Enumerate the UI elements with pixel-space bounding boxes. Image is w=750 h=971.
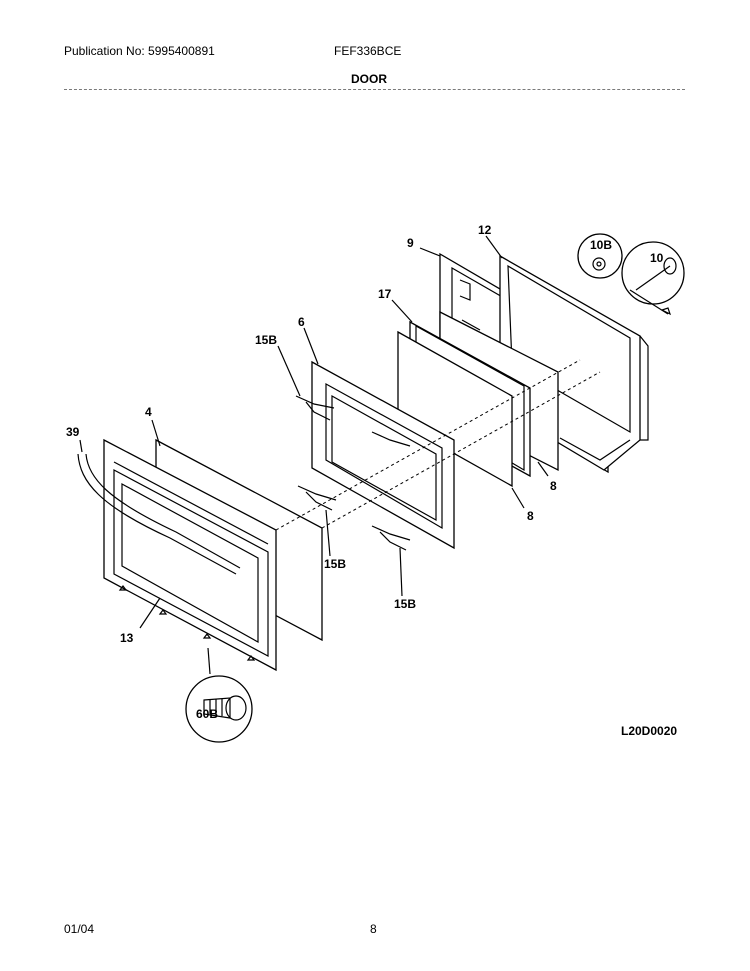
outer-door-part-13	[103, 438, 277, 672]
detail-bubble-10b	[577, 233, 623, 279]
hinge-bracket-part-15b-middle	[371, 431, 411, 447]
detail-bubble-10	[621, 241, 685, 316]
label-60b: 60B	[196, 707, 218, 721]
label-6: 6	[298, 315, 305, 329]
door-handle-part-39	[77, 453, 241, 575]
label-13: 13	[120, 631, 134, 645]
section-title: DOOR	[351, 72, 387, 86]
label-10: 10	[650, 251, 664, 265]
label-8-rear: 8	[550, 479, 557, 493]
label-9: 9	[407, 236, 414, 250]
label-8-front: 8	[527, 509, 534, 523]
alignment-dashed-lines	[275, 359, 601, 531]
label-15b-lower-left: 15B	[324, 557, 346, 571]
label-17: 17	[378, 287, 392, 301]
label-4: 4	[145, 405, 152, 419]
label-15b-lower-right: 15B	[394, 597, 416, 611]
window-frame-part-6	[311, 360, 455, 550]
screw-icon	[203, 695, 247, 721]
hinge-bracket-part-15b-upper	[295, 395, 335, 421]
hinge-bracket-part-15b-lower-left	[297, 485, 337, 511]
washer-icon	[592, 257, 606, 271]
diagram-reference-code: L20D0020	[621, 724, 678, 738]
label-15b-upper: 15B	[255, 333, 277, 347]
page-number: 8	[370, 922, 377, 936]
footer-date: 01/04	[64, 922, 95, 936]
publication-number: Publication No: 5995400891	[64, 44, 215, 58]
header-divider	[64, 89, 685, 90]
label-39: 39	[66, 425, 80, 439]
hinge-bracket-part-15b-lower-right	[371, 525, 411, 551]
screws-bottom	[118, 585, 256, 661]
detail-bubble-60b	[185, 675, 253, 743]
glass-panel-part-8-front	[397, 330, 513, 488]
label-10b: 10B	[590, 238, 612, 252]
label-12: 12	[478, 223, 492, 237]
bolt-icon	[635, 257, 677, 291]
leader-lines	[79, 235, 549, 675]
model-number: FEF336BCE	[334, 44, 402, 58]
